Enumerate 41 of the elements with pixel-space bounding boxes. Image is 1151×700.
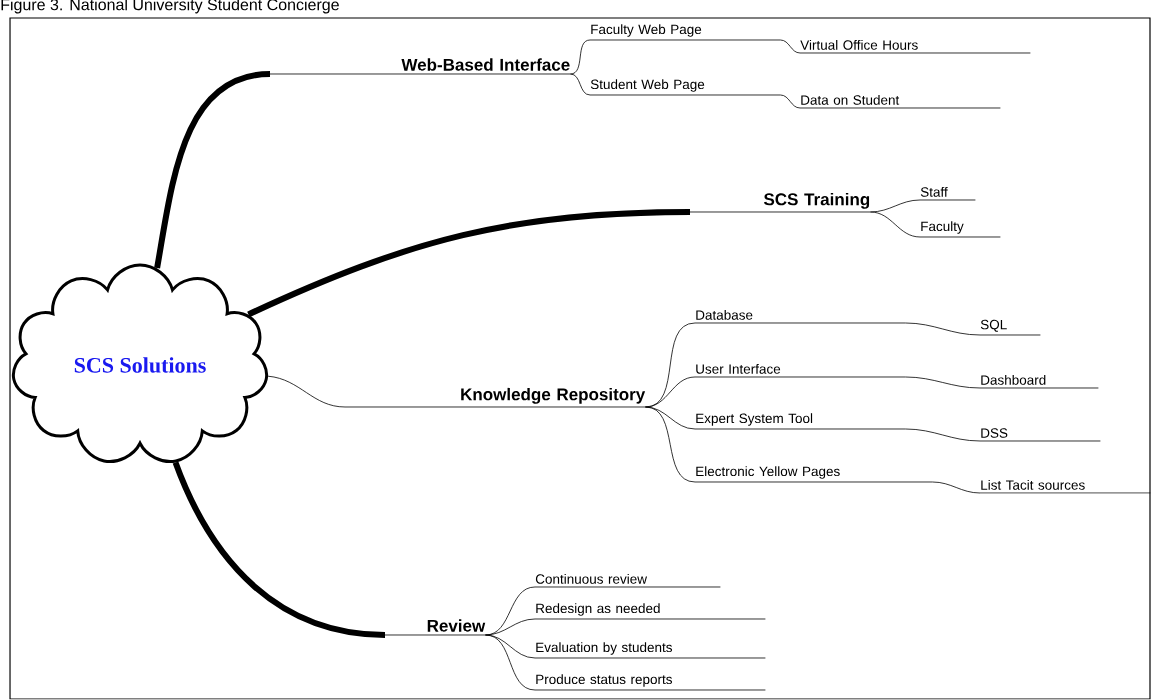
connector-curve bbox=[645, 376, 696, 408]
branch-curve bbox=[154, 71, 271, 269]
branch-curve bbox=[172, 461, 386, 638]
connector-curve bbox=[870, 211, 921, 238]
connector-curve bbox=[570, 73, 591, 96]
topic-label: Database bbox=[694, 309, 906, 324]
connector-curve bbox=[780, 39, 801, 54]
topic-label: DSS bbox=[979, 428, 1101, 442]
connector-curve bbox=[780, 94, 801, 109]
connector-curve bbox=[645, 406, 696, 483]
branch-label: Knowledge Repository bbox=[344, 387, 646, 408]
branch-label: SCS Training bbox=[689, 192, 871, 213]
branch-curve bbox=[247, 209, 691, 318]
connector-curve bbox=[905, 428, 981, 442]
topic-label: Virtual Office Hours bbox=[799, 39, 1031, 54]
connector-curve bbox=[570, 39, 591, 75]
branch-label: Review bbox=[384, 619, 486, 636]
connector-curve bbox=[485, 634, 536, 659]
topic-label: SQL bbox=[979, 319, 1041, 336]
topic-label: Evaluation by students bbox=[534, 642, 766, 659]
topic-label: List Tacit sources bbox=[979, 479, 1151, 494]
connector-curve bbox=[932, 481, 981, 494]
connector-curve bbox=[905, 376, 981, 389]
branch-curve bbox=[267, 375, 346, 408]
topic-label: Faculty Web Page bbox=[589, 24, 781, 41]
branch-label: Web-Based Interface bbox=[269, 58, 571, 75]
topic-label: Dashboard bbox=[979, 374, 1099, 389]
topic-label: Continuous review bbox=[534, 573, 721, 588]
topic-label: Data on Student bbox=[799, 94, 1001, 109]
topic-label: Expert System Tool bbox=[694, 413, 906, 430]
topic-label: User Interface bbox=[694, 363, 906, 378]
connector-curve bbox=[485, 634, 536, 691]
connector-curve bbox=[905, 322, 981, 336]
topic-label: Staff bbox=[919, 186, 976, 201]
connector-curve bbox=[485, 618, 536, 636]
topic-label: Redesign as needed bbox=[534, 603, 766, 620]
connector-curve bbox=[870, 199, 921, 213]
topic-label: Student Web Page bbox=[589, 79, 781, 96]
topic-label: Produce status reports bbox=[534, 674, 766, 691]
topic-label: Faculty bbox=[919, 221, 1001, 238]
topic-label: Electronic Yellow Pages bbox=[694, 466, 933, 483]
